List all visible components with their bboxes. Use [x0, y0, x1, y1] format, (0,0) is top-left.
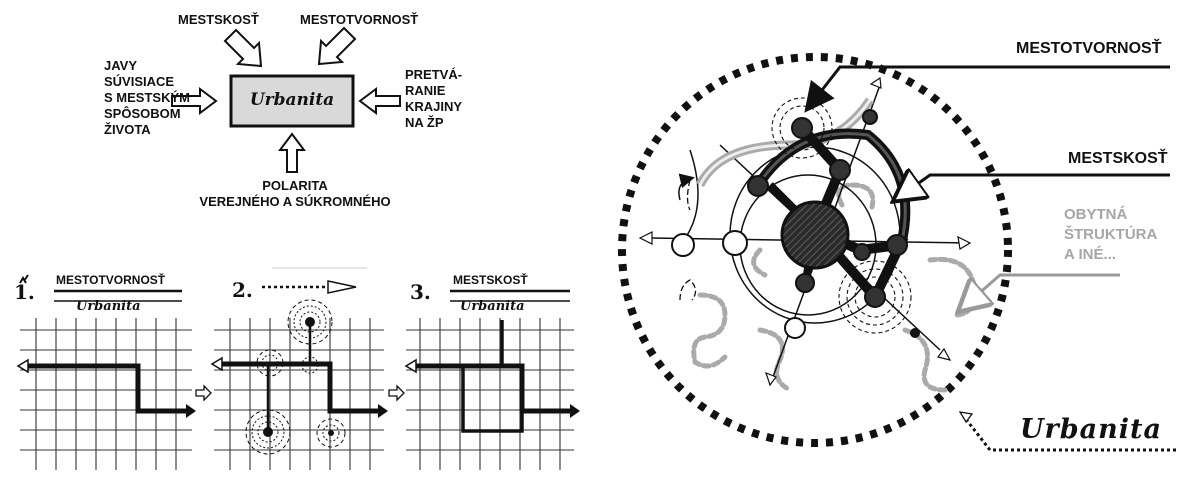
- circle-label-mestotvornost: MESTOTVORNOSŤ: [1016, 40, 1162, 57]
- label-polarita: POLARITA VEREJNÉHO A SÚKROMNÉHO: [199, 178, 391, 209]
- arrow-from-bottom: [278, 132, 306, 173]
- label-javy: JAVY SÚVISIACE S MESTSKÝM SPÔSOBOM ŽIVOT…: [104, 58, 190, 137]
- step-arrow-2: [388, 384, 405, 402]
- arrow-from-mestskost: [223, 28, 263, 68]
- arrow-from-mestotvornost: [317, 26, 357, 66]
- concept-diagram: [171, 26, 401, 173]
- step-1-title: MESTOTVORNOSŤ: [56, 273, 166, 287]
- step-1-diagram: [16, 274, 196, 470]
- label-mestotvornost: MESTOTVORNOSŤ: [300, 12, 419, 27]
- step-2-diagram: [210, 267, 388, 470]
- step-3-subtitle: Urbanita: [460, 299, 525, 314]
- step-arrow-1: [195, 384, 212, 402]
- label-mestskost: MESTSKOSŤ: [178, 12, 259, 27]
- arrow-from-left: [171, 87, 218, 115]
- step-2-number: 2.: [232, 278, 253, 302]
- step-3-diagram: [404, 289, 580, 470]
- step-3-number: 3.: [410, 280, 431, 304]
- step-3-title: MESTSKOSŤ: [453, 273, 528, 287]
- urbanita-box-label: Urbanita: [249, 90, 335, 110]
- circle-label-obytna: OBYTNÁ ŠTRUKTÚRA A INÉ...: [1064, 206, 1158, 263]
- circle-label-mestskost: MESTSKOSŤ: [1068, 150, 1168, 167]
- urbanita-circle: [618, 53, 1012, 447]
- step-1-number: 1.: [14, 280, 35, 304]
- arrow-from-right: [358, 87, 401, 115]
- leader-lines: [804, 65, 1176, 452]
- step-1-subtitle: Urbanita: [76, 299, 141, 314]
- label-pretvaranie: PRETVÁ- RANIE KRAJINY NA ŽP: [405, 67, 463, 130]
- urbanita-box: [229, 74, 355, 128]
- circle-brand: Urbanita: [1020, 414, 1162, 445]
